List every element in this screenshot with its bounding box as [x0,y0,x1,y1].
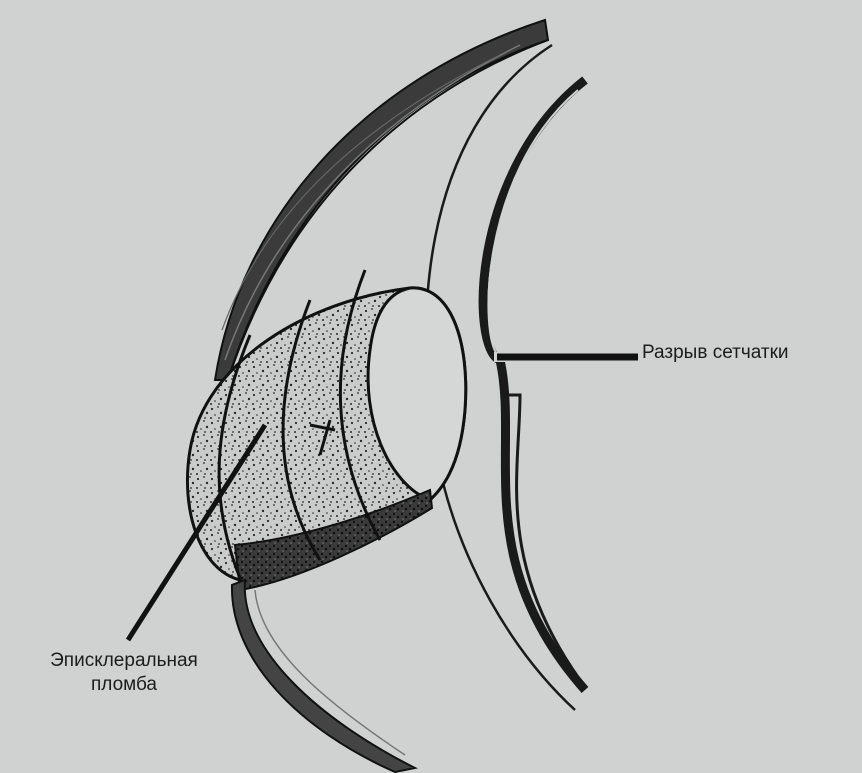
episcleral-buckle-label-line1: Эписклеральная [8,649,240,673]
lower-eyelid [232,580,415,772]
episcleral-buckle-label: Эписклеральная пломба [8,649,240,697]
eye-wall-layers [483,80,585,690]
retinal-tear-label: Разрыв сетчатки [642,341,789,365]
episcleral-buckle-label-line2: пломба [8,673,240,697]
